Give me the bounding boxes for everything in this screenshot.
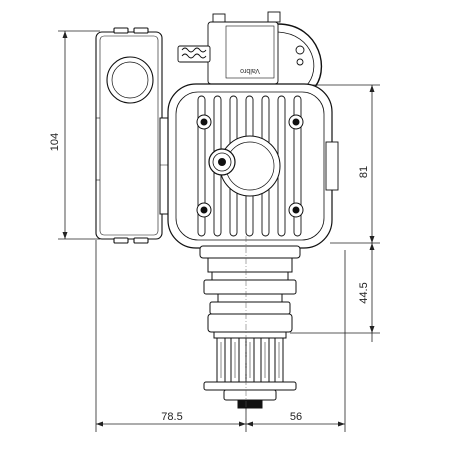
spark-plug-boss — [208, 135, 281, 197]
head-bolts — [196, 114, 304, 218]
dimension-104-label: 104 — [49, 133, 61, 151]
carburetor — [177, 11, 322, 91]
carburetor-brand-text: Valbro — [240, 67, 260, 74]
dimension-81-label: 81 — [358, 166, 370, 178]
prop-hub — [203, 313, 297, 409]
dimension-78-5-label: 78.5 — [161, 411, 182, 423]
dimension-56-label: 56 — [290, 411, 302, 423]
crankcase — [199, 245, 301, 315]
dimension-arrows — [62, 31, 375, 427]
dimension-44-5-label: 44.5 — [358, 282, 370, 303]
muffler — [95, 27, 163, 244]
